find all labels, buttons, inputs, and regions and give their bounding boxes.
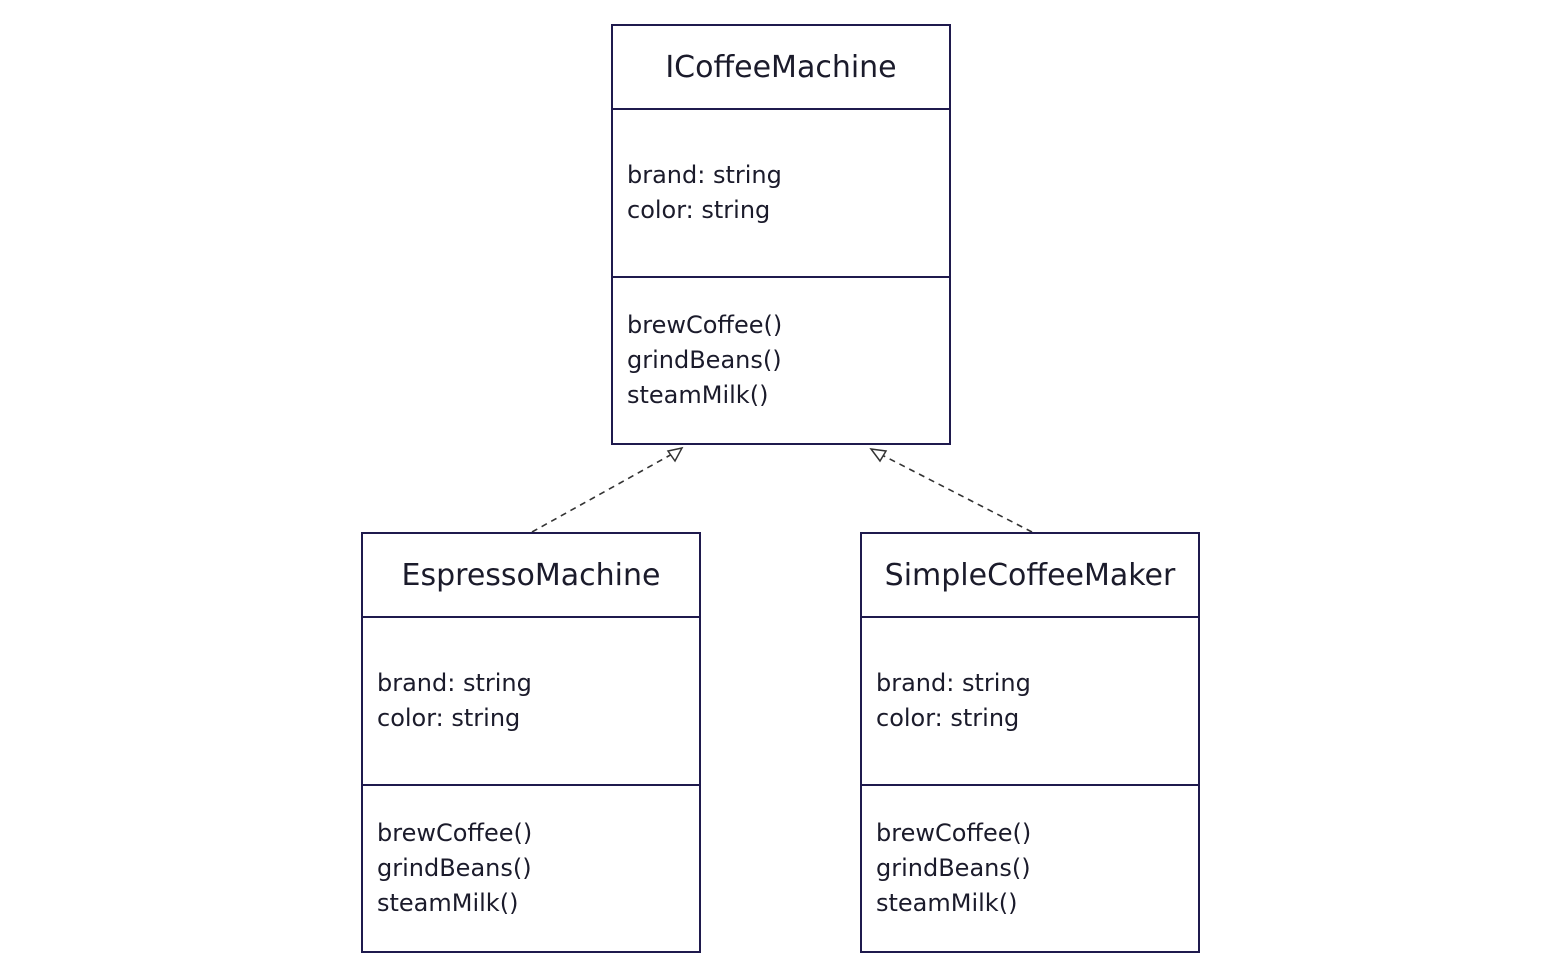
method-steam-milk: steamMilk() — [876, 889, 1018, 917]
attribute-brand: brand: string — [876, 669, 1031, 697]
attribute-color: color: string — [876, 704, 1020, 732]
attributes-compartment: brand: string color: string — [613, 110, 949, 278]
attributes-compartment: brand: string color: string — [862, 618, 1198, 786]
method-steam-milk: steamMilk() — [377, 889, 519, 917]
class-box-espressomachine[interactable]: EspressoMachine brand: string color: str… — [361, 532, 701, 953]
attribute-brand: brand: string — [377, 669, 532, 697]
method-brew-coffee: brewCoffee() — [876, 819, 1032, 847]
method-brew-coffee: brewCoffee() — [627, 311, 783, 339]
method-grind-beans: grindBeans() — [876, 854, 1031, 882]
class-name: SimpleCoffeeMaker — [862, 534, 1198, 618]
class-box-icoffeemachine[interactable]: ICoffeeMachine brand: string color: stri… — [611, 24, 951, 445]
class-name: EspressoMachine — [363, 534, 699, 618]
method-grind-beans: grindBeans() — [377, 854, 532, 882]
hollow-arrowhead-simple-icon — [869, 448, 888, 463]
method-grind-beans: grindBeans() — [627, 346, 782, 374]
realization-line-simple — [879, 453, 1033, 533]
attribute-color: color: string — [627, 196, 771, 224]
realization-line-espresso — [531, 452, 675, 533]
method-brew-coffee: brewCoffee() — [377, 819, 533, 847]
method-steam-milk: steamMilk() — [627, 381, 769, 409]
hollow-arrowhead-espresso-icon — [666, 446, 684, 463]
attribute-color: color: string — [377, 704, 521, 732]
methods-compartment: brewCoffee() grindBeans() steamMilk() — [363, 786, 699, 951]
class-box-simplecoffeemaker[interactable]: SimpleCoffeeMaker brand: string color: s… — [860, 532, 1200, 953]
attribute-brand: brand: string — [627, 161, 782, 189]
realization-simple-to-interface — [869, 448, 1033, 533]
class-name: ICoffeeMachine — [613, 26, 949, 110]
attributes-compartment: brand: string color: string — [363, 618, 699, 786]
realization-espresso-to-interface — [531, 446, 684, 533]
methods-compartment: brewCoffee() grindBeans() steamMilk() — [862, 786, 1198, 951]
methods-compartment: brewCoffee() grindBeans() steamMilk() — [613, 278, 949, 443]
